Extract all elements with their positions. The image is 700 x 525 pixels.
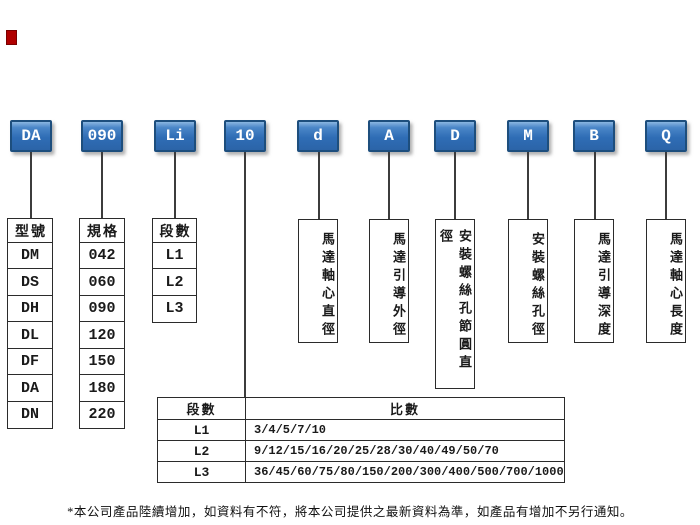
model-value: DA <box>7 374 53 402</box>
stage-value: L1 <box>152 241 197 270</box>
stage-value: L3 <box>152 294 197 323</box>
spec-value: 180 <box>79 374 125 402</box>
model-value: DM <box>7 241 53 270</box>
connector-line-a <box>388 152 390 219</box>
label-motor-pilot-depth: 馬達引導深度 <box>574 219 614 343</box>
ratio-row-values: 9/12/15/16/20/25/28/30/40/49/50/70 <box>254 444 499 458</box>
label-motor-shaft-length: 馬達軸心長度 <box>646 219 686 343</box>
model-column: 型號 DM DS DH DL DF DA DN <box>7 218 53 429</box>
ratio-row-stage: L2 <box>158 441 246 461</box>
model-value: DH <box>7 294 53 323</box>
ratio-row-values: 3/4/5/7/10 <box>254 423 327 437</box>
footnote-text: *本公司產品陸續增加，如資料有不符，將本公司提供之最新資料為準，如產品有增加不另… <box>67 505 633 519</box>
connector-line-d <box>318 152 320 219</box>
code-box-m: M <box>507 120 549 152</box>
ratio-table-header-row: 段數 比數 <box>158 398 564 419</box>
code-box-10: 10 <box>224 120 266 152</box>
stage-column: 段數 L1 L2 L3 <box>152 218 197 323</box>
model-value: DS <box>7 268 53 296</box>
label-motor-shaft-diameter: 馬達軸心直徑 <box>298 219 338 343</box>
code-box-d: d <box>297 120 339 152</box>
connector-line-b <box>594 152 596 219</box>
ratio-table-row: L2 9/12/15/16/20/25/28/30/40/49/50/70 <box>158 440 564 461</box>
model-column-header: 型號 <box>7 218 53 243</box>
spec-value: 150 <box>79 347 125 376</box>
ratio-row-values: 36/45/60/75/80/150/200/300/400/500/700/1… <box>254 465 564 479</box>
connector-line-dd <box>454 152 456 219</box>
model-value: DF <box>7 347 53 376</box>
code-box-li: Li <box>154 120 196 152</box>
ratio-table-ratio-header: 比數 <box>389 402 420 417</box>
model-value: DL <box>7 321 53 349</box>
spec-value: 090 <box>79 294 125 323</box>
ratio-table-row: L3 36/45/60/75/80/150/200/300/400/500/70… <box>158 461 564 482</box>
stage-value: L2 <box>152 268 197 296</box>
code-box-q: Q <box>645 120 687 152</box>
ratio-row-stage: L1 <box>158 420 246 440</box>
ratio-table-row: L1 3/4/5/7/10 <box>158 419 564 440</box>
spec-column-header: 規格 <box>79 218 125 243</box>
code-box-090: 090 <box>81 120 123 152</box>
code-box-dd: D <box>434 120 476 152</box>
spec-value: 060 <box>79 268 125 296</box>
model-value: DN <box>7 400 53 429</box>
connector-line-da <box>30 152 32 218</box>
label-mounting-screw-pcd: 安裝螺絲孔節圓直徑 <box>435 219 475 389</box>
code-box-b: B <box>573 120 615 152</box>
label-mounting-screw-hole: 安裝螺絲孔徑 <box>508 219 548 343</box>
connector-line-090 <box>101 152 103 218</box>
spec-column: 規格 042 060 090 120 150 180 220 <box>79 218 125 429</box>
connector-line-m <box>527 152 529 219</box>
connector-line-10 <box>244 152 246 397</box>
broken-image-icon <box>6 30 17 45</box>
connector-line-q <box>665 152 667 219</box>
connector-line-li <box>174 152 176 218</box>
code-box-da: DA <box>10 120 52 152</box>
label-motor-pilot-od: 馬達引導外徑 <box>369 219 409 343</box>
ratio-table: 段數 比數 L1 3/4/5/7/10 L2 9/12/15/16/20/25/… <box>157 397 565 483</box>
spec-value: 042 <box>79 241 125 270</box>
stage-column-header: 段數 <box>152 218 197 243</box>
code-box-a: A <box>368 120 410 152</box>
ratio-table-stage-header: 段數 <box>158 398 246 419</box>
spec-value: 220 <box>79 400 125 429</box>
spec-value: 120 <box>79 321 125 349</box>
ratio-row-stage: L3 <box>158 462 246 482</box>
